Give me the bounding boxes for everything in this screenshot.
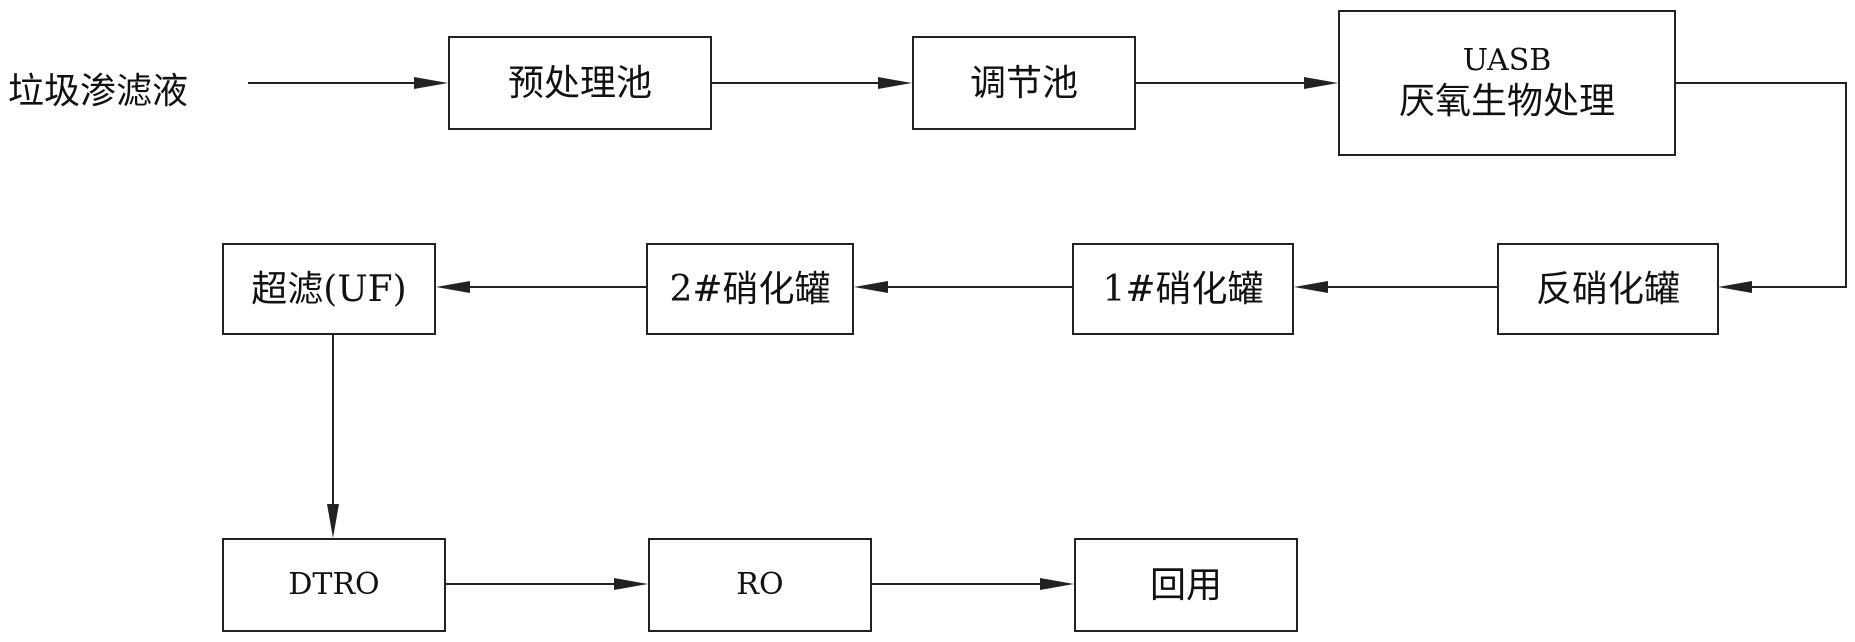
- node-reuse: 回用: [1074, 538, 1298, 632]
- edge-nitrify2-uf: [436, 281, 646, 293]
- edge-pretreat-regulate: [712, 77, 912, 89]
- node-denitrification-tank: 反硝化罐: [1497, 243, 1719, 335]
- node-pretreatment-tank: 预处理池: [448, 36, 712, 130]
- edge-dtro-ro: [446, 578, 648, 590]
- node-label-line1: UASB: [1462, 42, 1552, 78]
- node-label-line2: 厌氧生物处理: [1398, 81, 1615, 123]
- node-label: 回用: [1149, 564, 1222, 606]
- node-label: 调节池: [969, 62, 1078, 104]
- edge-denitrify-nitrify1: [1294, 281, 1497, 293]
- edge-nitrify1-nitrify2: [854, 281, 1072, 293]
- edge-source-pretreat: [248, 77, 448, 89]
- node-regulating-tank: 调节池: [912, 36, 1136, 130]
- source-label: 垃圾渗滤液: [8, 71, 189, 112]
- node-nitrification-tank-1: 1#硝化罐: [1072, 243, 1294, 335]
- node-dtro: DTRO: [222, 538, 446, 632]
- node-nitrification-tank-2: 2#硝化罐: [646, 243, 854, 335]
- edge-uf-dtro: [327, 334, 339, 538]
- node-label: 超滤(UF): [251, 268, 407, 310]
- node-label: RO: [736, 567, 784, 603]
- node-label: DTRO: [288, 567, 380, 603]
- node-label: 预处理池: [507, 62, 652, 104]
- node-ultrafiltration: 超滤(UF): [222, 243, 436, 335]
- node-label: 2#硝化罐: [669, 268, 831, 310]
- node-label: 反硝化罐: [1535, 268, 1680, 310]
- node-uasb-anaerobic: UASB 厌氧生物处理: [1338, 10, 1676, 156]
- node-label: 1#硝化罐: [1102, 268, 1264, 310]
- edge-ro-reuse: [872, 578, 1074, 590]
- edge-uasb-denitrify: [1676, 82, 1847, 293]
- node-ro: RO: [648, 538, 872, 632]
- edge-regulate-uasb: [1136, 77, 1338, 89]
